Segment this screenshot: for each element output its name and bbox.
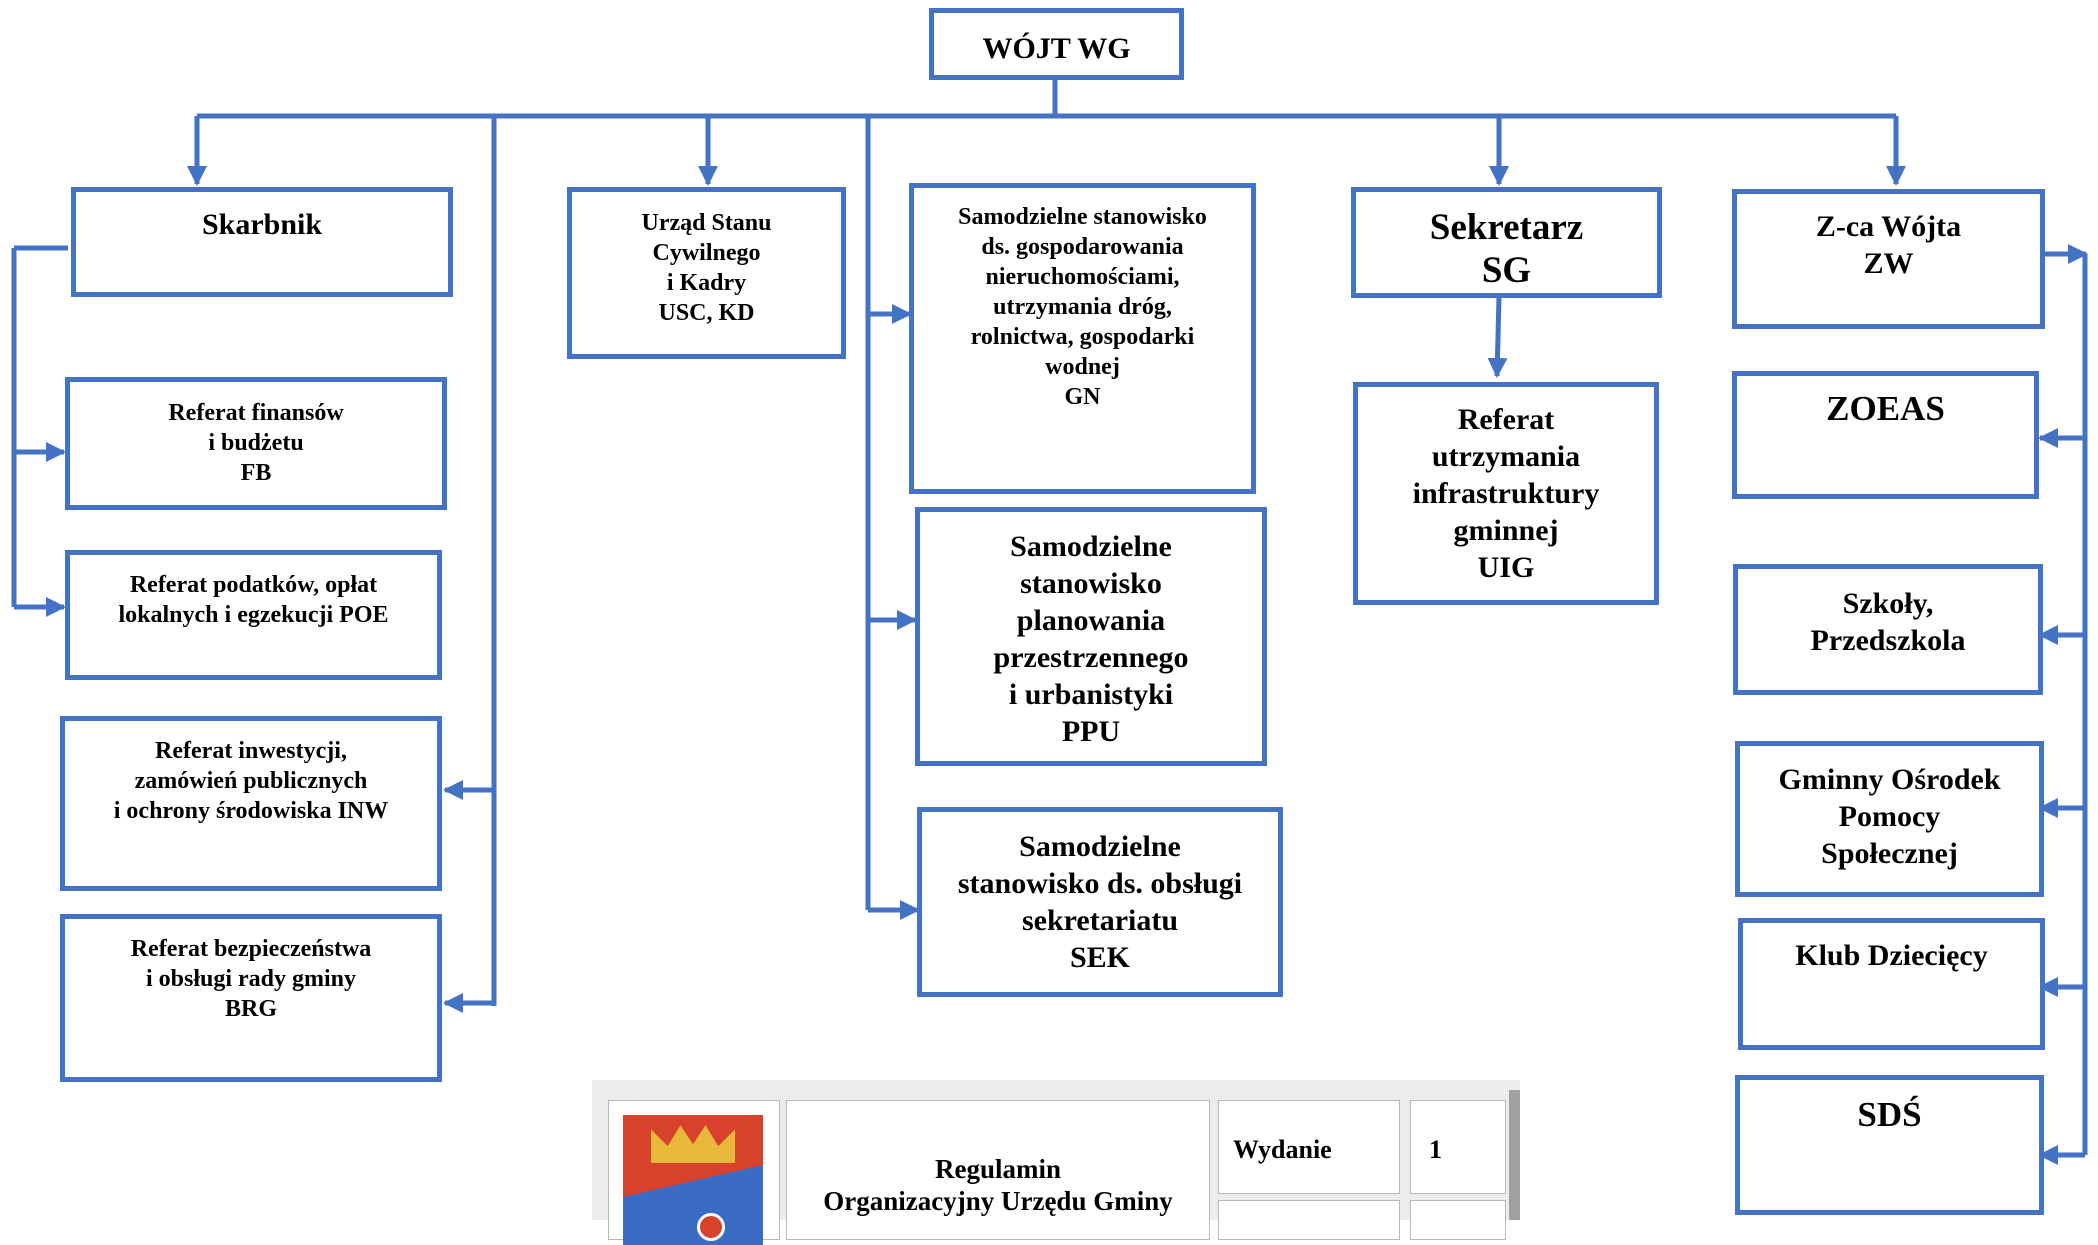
- zoeas-box: ZOEAS: [1732, 371, 2039, 499]
- zastepca-wojta-box: Z-ca Wójta ZW: [1732, 189, 2045, 329]
- document-footer: Regulamin Organizacyjny Urzędu Gminy Wyd…: [592, 1080, 1520, 1245]
- szkoly-label: Szkoły, Przedszkola: [1810, 587, 1966, 657]
- stanowisko-ppu-label: Samodzielne stanowisko planowania przest…: [993, 530, 1189, 748]
- table-cell: [1410, 1200, 1506, 1240]
- gops-label: Gminny Ośrodek Pomocy Społecznej: [1778, 763, 2001, 870]
- sekretarz-box: Sekretarz SG: [1351, 187, 1662, 298]
- referat-inw-label: Referat inwestycji, zamówień publicznych…: [113, 738, 389, 824]
- table-cell: [1218, 1200, 1400, 1240]
- usc-label: Urząd Stanu Cywilnego i Kadry USC, KD: [641, 210, 772, 326]
- logo-cell: [608, 1100, 780, 1245]
- klub-dzieciecy-label: Klub Dziecięcy: [1795, 939, 1988, 972]
- edition-label: Wydanie: [1233, 1135, 1332, 1164]
- connector-lines: [11, 80, 2088, 1165]
- referat-fb-label: Referat finansów i budżetu FB: [168, 400, 344, 486]
- zastepca-wojta-label: Z-ca Wójta ZW: [1815, 210, 1962, 280]
- wojt-label: WÓJT WG: [982, 32, 1131, 65]
- referat-inw-box: Referat inwestycji, zamówień publicznych…: [60, 716, 442, 891]
- zoeas-label: ZOEAS: [1826, 389, 1945, 428]
- stanowisko-gn-box: Samodzielne stanowisko ds. gospodarowani…: [909, 183, 1256, 494]
- referat-uig-box: Referat utrzymania infrastruktury gminne…: [1353, 382, 1659, 605]
- referat-poe-label: Referat podatków, opłat lokalnych i egze…: [118, 572, 389, 628]
- referat-brg-label: Referat bezpieczeństwa i obsługi rady gm…: [130, 936, 372, 1022]
- stanowisko-gn-label: Samodzielne stanowisko ds. gospodarowani…: [958, 204, 1207, 410]
- scrollbar[interactable]: [1509, 1090, 1520, 1220]
- coat-of-arms-logo: [623, 1115, 763, 1245]
- usc-box: Urząd Stanu Cywilnego i Kadry USC, KD: [567, 187, 846, 359]
- edition-label-cell: Wydanie: [1218, 1100, 1400, 1194]
- sds-label: SDŚ: [1857, 1095, 1922, 1134]
- document-title: Regulamin Organizacyjny Urzędu Gminy: [823, 1154, 1173, 1216]
- wojt-box: WÓJT WG: [929, 8, 1184, 80]
- edition-value: 1: [1429, 1135, 1442, 1164]
- edition-value-cell: 1: [1410, 1100, 1506, 1194]
- gops-box: Gminny Ośrodek Pomocy Społecznej: [1735, 741, 2044, 897]
- stanowisko-ppu-box: Samodzielne stanowisko planowania przest…: [915, 507, 1267, 766]
- sds-box: SDŚ: [1735, 1075, 2044, 1215]
- skarbnik-label: Skarbnik: [201, 208, 323, 241]
- skarbnik-box: Skarbnik: [71, 187, 453, 297]
- klub-dzieciecy-box: Klub Dziecięcy: [1738, 918, 2045, 1050]
- referat-brg-box: Referat bezpieczeństwa i obsługi rady gm…: [60, 914, 442, 1082]
- referat-uig-label: Referat utrzymania infrastruktury gminne…: [1412, 403, 1600, 584]
- referat-poe-box: Referat podatków, opłat lokalnych i egze…: [65, 550, 442, 680]
- sekretarz-label: Sekretarz SG: [1429, 207, 1584, 291]
- referat-fb-box: Referat finansów i budżetu FB: [65, 377, 447, 510]
- szkoly-box: Szkoły, Przedszkola: [1733, 564, 2043, 695]
- stanowisko-sek-box: Samodzielne stanowisko ds. obsługi sekre…: [917, 807, 1283, 997]
- stanowisko-sek-label: Samodzielne stanowisko ds. obsługi sekre…: [957, 830, 1243, 974]
- document-title-cell: Regulamin Organizacyjny Urzędu Gminy: [786, 1100, 1210, 1240]
